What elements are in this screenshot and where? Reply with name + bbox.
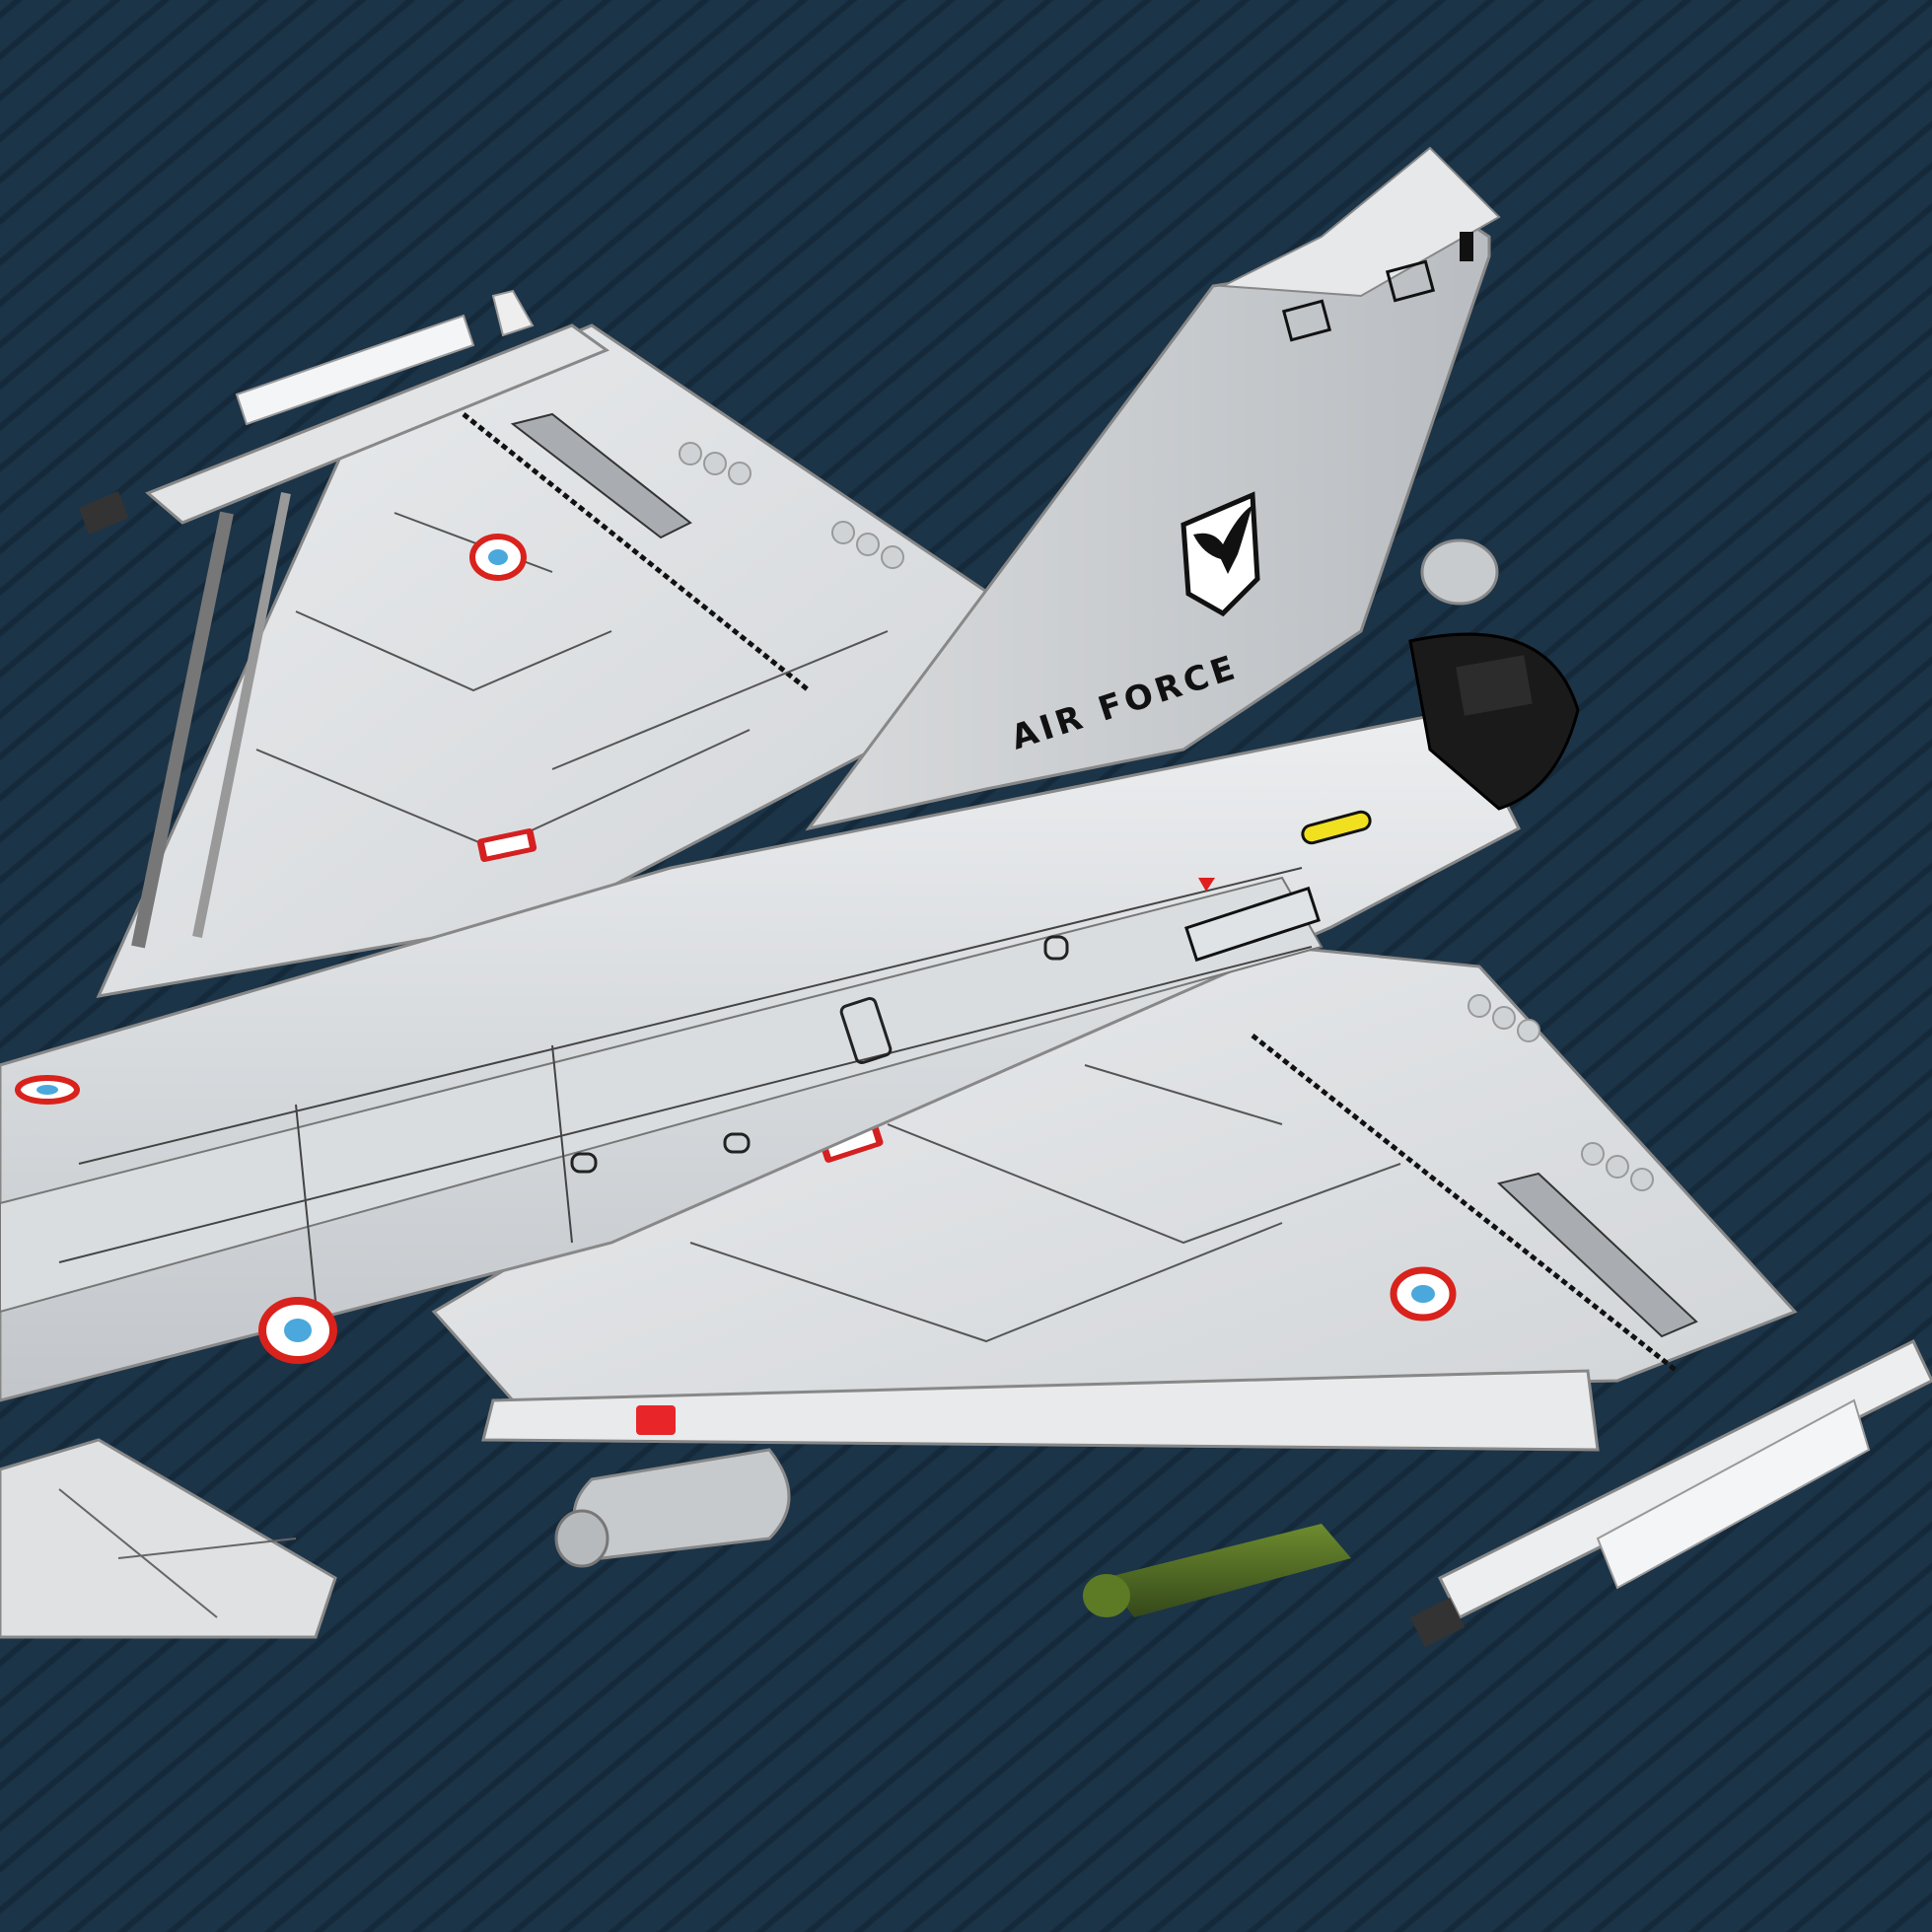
eagle-shield-emblem: [1181, 491, 1260, 617]
roundel-upper-wing: [469, 534, 527, 581]
nose-roundel: [15, 1075, 80, 1105]
sensor-strip: [1184, 886, 1321, 963]
upper-wingtip-missile: [79, 289, 610, 535]
fuselage: [0, 708, 1521, 1402]
upper-wing: [96, 323, 1018, 998]
panel-lines: [689, 1064, 1401, 1343]
vent-red: [476, 827, 537, 863]
lower-wing: [431, 925, 1798, 1452]
missile-nozzle-icon: [1410, 1598, 1465, 1647]
wing-stud-row: [1467, 994, 1654, 1191]
yellow-light: [1301, 810, 1372, 845]
red-marker: [636, 1405, 676, 1435]
warning-triangle-icon: [1198, 878, 1215, 892]
fuselage-roundel: [258, 1297, 337, 1364]
access-panel-row: [570, 935, 1069, 1174]
wing-stud-row: [679, 442, 904, 569]
canard: [0, 1438, 337, 1639]
roundel-lower-wing: [1390, 1266, 1457, 1322]
fuel-tank: [554, 1448, 791, 1568]
green-missile: [1083, 1524, 1351, 1617]
vertical-tail: AIR FORCE: [805, 146, 1501, 831]
lower-wingtip-missile: [1410, 1338, 1932, 1647]
eagle-icon: [1193, 505, 1252, 574]
engine-exhaust: [1408, 538, 1580, 811]
panel-lines: [58, 867, 1313, 1303]
missile-nozzle-icon: [79, 491, 128, 535]
